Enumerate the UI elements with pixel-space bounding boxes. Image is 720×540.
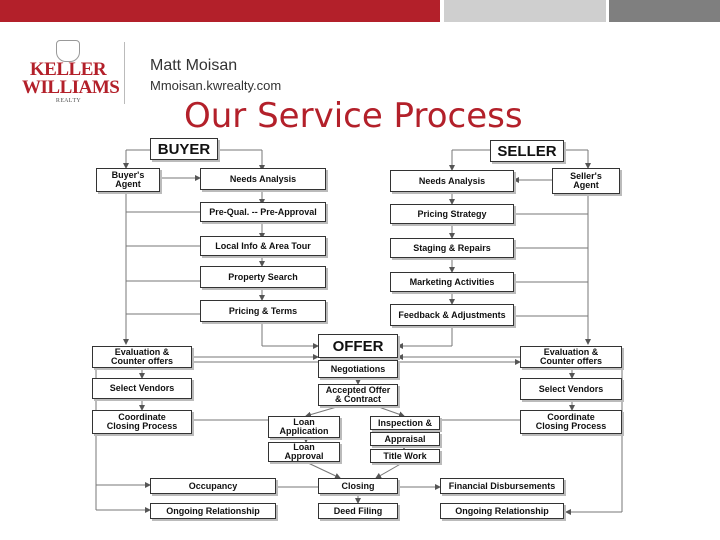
ongoing-relationship-left-box: Ongoing Relationship <box>150 503 276 519</box>
offer-header: OFFER <box>318 334 398 358</box>
buyer-step-pricing-terms: Pricing & Terms <box>200 300 326 322</box>
buyer-step-area-tour: Local Info & Area Tour <box>200 236 326 256</box>
top-bar-dark <box>609 0 720 22</box>
buyer-coordinate-closing-box: Coordinate Closing Process <box>92 410 192 434</box>
closing-box: Closing <box>318 478 398 494</box>
logo-line-3: R E A L T Y <box>55 98 81 104</box>
buyer-step-pre-approval: Pre-Qual. -- Pre-Approval <box>200 202 326 222</box>
negotiations-box: Negotiations <box>318 360 398 378</box>
loan-approval-box: Loan Approval <box>268 442 340 462</box>
crest-icon <box>56 40 80 62</box>
seller-step-pricing-strategy: Pricing Strategy <box>390 204 514 224</box>
top-bar-light <box>444 0 606 22</box>
ongoing-relationship-right-box: Ongoing Relationship <box>440 503 564 519</box>
header-divider <box>124 42 125 104</box>
appraisal-box: Appraisal <box>370 432 440 446</box>
buyers-agent-box: Buyer's Agent <box>96 168 160 192</box>
inspection-box: Inspection & <box>370 416 440 430</box>
agent-name: Matt Moisan <box>150 57 238 74</box>
seller-step-feedback: Feedback & Adjustments <box>390 304 514 326</box>
title-work-box: Title Work <box>370 449 440 463</box>
seller-step-marketing: Marketing Activities <box>390 272 514 292</box>
seller-header: SELLER <box>490 140 564 162</box>
occupancy-box: Occupancy <box>150 478 276 494</box>
logo-line-1: KELLER <box>29 59 107 80</box>
buyer-evaluation-box: Evaluation & Counter offers <box>92 346 192 368</box>
seller-coordinate-closing-box: Coordinate Closing Process <box>520 410 622 434</box>
top-bar-red <box>0 0 440 22</box>
buyer-step-property-search: Property Search <box>200 266 326 288</box>
accepted-offer-box: Accepted Offer & Contract <box>318 384 398 406</box>
seller-step-needs-analysis: Needs Analysis <box>390 170 514 192</box>
financial-disbursements-box: Financial Disbursements <box>440 478 564 494</box>
sellers-agent-box: Seller's Agent <box>552 168 620 194</box>
buyer-header: BUYER <box>150 138 218 160</box>
keller-williams-logo: KELLER WILLIAMS R E A L T Y <box>22 40 120 104</box>
agent-website: Mmoisan.kwrealty.com <box>150 78 282 93</box>
seller-step-staging-repairs: Staging & Repairs <box>390 238 514 258</box>
buyer-select-vendors-box: Select Vendors <box>92 378 192 399</box>
seller-select-vendors-box: Select Vendors <box>520 378 622 400</box>
loan-application-box: Loan Application <box>268 416 340 438</box>
logo-line-2: WILLIAMS <box>22 77 120 98</box>
slide-title: Our Service Process <box>184 96 523 136</box>
seller-evaluation-box: Evaluation & Counter offers <box>520 346 622 368</box>
buyer-step-needs-analysis: Needs Analysis <box>200 168 326 190</box>
deed-filing-box: Deed Filing <box>318 503 398 519</box>
